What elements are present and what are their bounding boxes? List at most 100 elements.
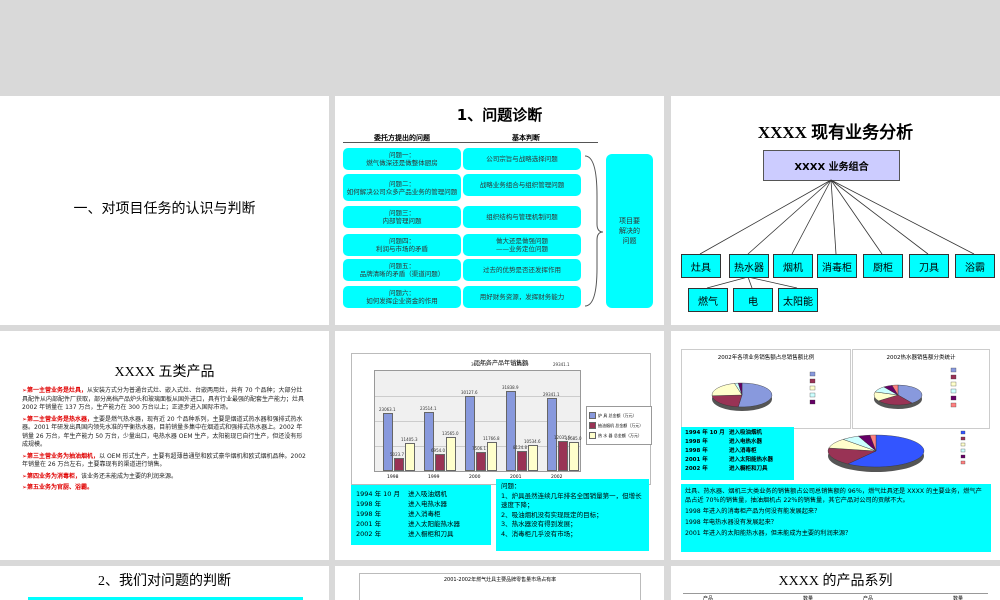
product-heading: 第一主营业务是灶具，	[27, 387, 88, 394]
bar	[558, 440, 568, 471]
judgement-item: 组织结构与管理机制问题	[463, 206, 581, 228]
header-divider	[343, 142, 598, 143]
slide-3[interactable]: XXXX 现有业务分析 XXXX 业务组合 灶具热水器烟机消毒柜厨柜刀具浴霸 燃…	[671, 96, 1000, 325]
notes-panel: 灶具、热水器、烟机三大类业务的销售额占公司总销售额的 96％，燃气灶具还是 XX…	[681, 484, 991, 552]
legend-swatch	[809, 385, 816, 391]
bar-label: 23063.1	[379, 407, 396, 413]
right-column-header: 基本判断	[512, 134, 540, 142]
chart-frame: 2001-2002年燃气灶具主要品牌零售量市场占有率	[359, 573, 641, 600]
legend-swatch	[950, 374, 957, 380]
legend-swatch	[960, 436, 966, 441]
slide-9-title: XXXX 的产品系列	[778, 574, 893, 589]
slide-1[interactable]: 一、对项目任务的认识与判断	[0, 96, 329, 325]
timeline-event: 进入太阳能热水器	[729, 457, 774, 463]
legend-swatch	[589, 422, 596, 429]
timeline-event: 进入太阳能热水器	[408, 520, 460, 528]
legend-swatch	[589, 412, 596, 419]
legend-swatch	[960, 460, 966, 465]
business-node: 热水器	[729, 254, 769, 278]
problem-item: 问题三： 内部管理问题	[343, 206, 461, 228]
business-node: 刀具	[909, 254, 949, 278]
timeline-row: 1998 年进入消毒柜	[685, 447, 790, 456]
arrow-icon: ➢	[22, 415, 28, 423]
col-product-1: 产品	[703, 596, 714, 600]
legend-swatch	[589, 432, 596, 439]
x-tick-label: 1998	[387, 475, 399, 480]
arrow-icon: ➢	[22, 472, 28, 480]
gridline	[375, 421, 580, 422]
slide-9[interactable]: XXXX 的产品系列 产品 数量 产品 数量	[671, 566, 1000, 600]
timeline-event: 进入吸油烟机	[729, 430, 763, 436]
bar	[476, 452, 486, 471]
problem-item: 问题一： 燃气做深还是做整体厨房	[343, 148, 461, 170]
timeline-event: 进入电热水器	[729, 439, 763, 445]
gridline	[375, 446, 580, 447]
bar	[405, 442, 415, 471]
timeline-date: 2001 年	[685, 457, 708, 463]
slide-7[interactable]: 2、我们对问题的判断	[0, 566, 329, 600]
subtype-node: 太阳能	[778, 288, 818, 312]
x-tick-label: 1999	[428, 475, 440, 480]
gridline	[375, 396, 580, 397]
timeline-row: 2002 年进入橱柜和刀具	[685, 465, 790, 474]
timeline-row: 1998 年进入电热水器	[685, 438, 790, 447]
slide-6[interactable]: 2002年各项业务销售额占总销售额比例 2002热水器销售额分类统计 1994 …	[671, 331, 1000, 560]
product-body: 主要是燃气热水器，现有近 20 个品种系列，主要是烟道式热水器和强排式热水器。2…	[22, 415, 303, 449]
bar-label: 13565.0	[442, 431, 459, 437]
pie-chart-1-panel: 2002年各项业务销售额占总销售额比例	[681, 349, 851, 429]
subtype-node: 电	[733, 288, 773, 312]
pie-slice	[878, 394, 913, 406]
col-qty-2: 数量	[953, 596, 964, 600]
problem-item: 问题五： 品牌清晰的矛盾（渠道问题）	[343, 259, 461, 281]
bar-label: 10534.6	[524, 438, 541, 444]
pie-slice	[847, 434, 925, 468]
timeline-date: 2002 年	[685, 466, 708, 472]
issue-item: 2、吸油烟机没有实现既定的目标；	[501, 510, 603, 519]
slide-4-title: XXXX 五类产品	[114, 365, 215, 380]
product-heading: 第五业务为官厨、浴霸。	[27, 484, 94, 491]
product-body: 从安装方式分为普通台式灶、嵌入式灶、台嵌两用灶，共有 70 个品种；大部分灶具配…	[22, 387, 305, 411]
bar	[383, 413, 393, 471]
slide-8[interactable]: 2001-2002年燃气灶具主要品牌零售量市场占有率	[335, 566, 664, 600]
pie-slice	[869, 434, 877, 452]
business-node: 消毒柜	[817, 254, 857, 278]
product-body: 该业务还未能成为主要的利润来源。	[81, 472, 178, 480]
product-heading: 第四业务为消毒柜，	[27, 472, 82, 480]
pie-slice	[891, 384, 899, 396]
pie-slice	[827, 447, 877, 465]
bar	[435, 453, 445, 471]
note-item: 灶具、热水器、烟机三大类业务的销售额占公司总销售额的 96％，燃气灶具还是 XX…	[685, 488, 982, 504]
legend-swatch	[960, 442, 966, 447]
business-node: 灶具	[681, 254, 721, 278]
arrow-icon: ➢	[22, 387, 28, 394]
pie-chart-2	[873, 367, 957, 409]
slide-2[interactable]: 1、问题诊断 委托方提出的问题 基本判断 问题一： 燃气做深还是做整体厨房问题二…	[335, 96, 664, 325]
issues-title: 问题：	[501, 482, 521, 490]
note-item: 1998 年电热水器没有发展起来？	[685, 519, 777, 526]
timeline-row: 1994 年 10 月进入吸油烟机	[356, 489, 486, 499]
x-tick-label: 2002	[551, 475, 563, 480]
problem-item: 问题二： 如何解决公司众多产品业务的管理问题	[343, 174, 461, 201]
connector-line	[699, 179, 832, 255]
connector-line	[830, 179, 929, 255]
arrow-icon: ➢	[22, 452, 28, 460]
slide-4[interactable]: XXXX 五类产品 ➢第一主营业务是灶具，从安装方式分为普通台式灶、嵌入式灶、台…	[0, 331, 329, 560]
problem-item: 问题四： 利润与市场的矛盾	[343, 234, 461, 256]
bar	[424, 412, 434, 471]
bar-label: 11405.3	[401, 436, 418, 442]
product-heading: 第二主营业务是热水器，	[27, 415, 94, 423]
legend-swatch	[950, 381, 957, 387]
arrow-icon: ➢	[22, 484, 28, 491]
problem-item: 问题六： 如何发挥企业资金的作用	[343, 286, 461, 308]
legend-swatch	[960, 454, 966, 459]
legend-swatch	[950, 367, 957, 373]
issue-item: 4、消毒柜几乎没有市场；	[501, 529, 577, 538]
legend-swatch	[809, 399, 816, 405]
bar	[528, 444, 538, 471]
slide-1-title: 一、对项目任务的认识与判断	[73, 201, 256, 217]
subtype-node: 燃气	[688, 288, 728, 312]
